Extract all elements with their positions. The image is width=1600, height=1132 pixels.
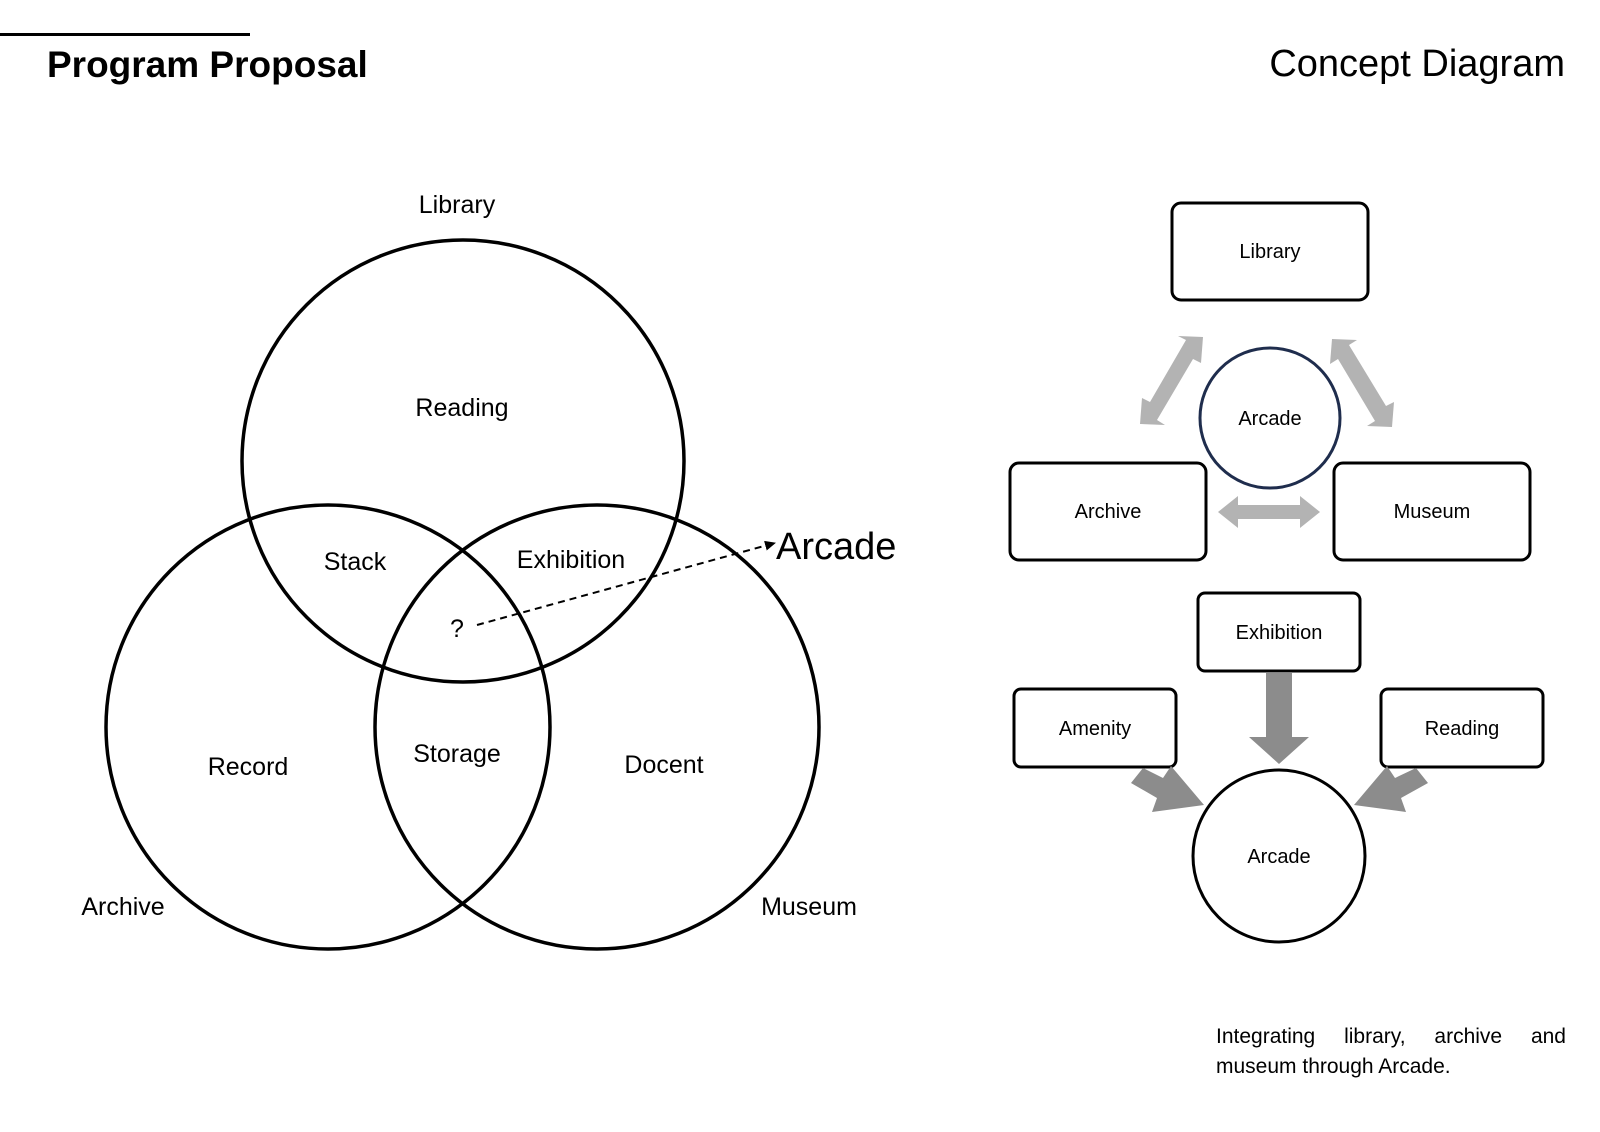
library-circle (240, 238, 686, 684)
section-title: Concept Diagram (1269, 43, 1565, 85)
library-set-label: Library (419, 191, 496, 219)
caption-line-2: museum through Arcade. (1216, 1055, 1451, 1078)
archive-box-label: Archive (1075, 501, 1142, 523)
library-box-label: Library (1239, 241, 1300, 263)
arrow-exhibition-arcade (1249, 673, 1309, 764)
archive-box (1008, 461, 1208, 562)
center-region-label: ? (450, 615, 464, 643)
double-arrow-library-archive (1140, 336, 1203, 425)
amenity-box (1012, 687, 1178, 769)
docent-region-label: Docent (624, 751, 703, 779)
archive-circle (104, 503, 552, 951)
reading-region-label: Reading (415, 394, 508, 422)
museum-set-label: Museum (761, 893, 857, 921)
arrow-amenity-arcade (1131, 766, 1204, 812)
amenity-box-label: Amenity (1059, 718, 1131, 740)
record-region-label: Record (208, 753, 289, 781)
reading-box (1379, 687, 1545, 769)
caption-line-1: Integrating library, archive and (1216, 1025, 1566, 1048)
library-box (1170, 201, 1370, 302)
arrow-reading-arcade (1354, 766, 1428, 812)
dashed-arrow (476, 540, 776, 626)
museum-box (1332, 461, 1532, 562)
museum-circle (373, 503, 821, 951)
double-arrow-archive-museum (1218, 496, 1320, 528)
arcade-center-circle (1191, 768, 1367, 944)
arcade-target-label: Arcade (776, 526, 896, 568)
concept-diagram-bottom: Exhibition Amenity Reading Arcade (1012, 591, 1545, 944)
storage-region-label: Storage (413, 740, 501, 768)
reading-box-label: Reading (1425, 718, 1500, 740)
museum-box-label: Museum (1394, 501, 1471, 523)
archive-set-label: Archive (81, 893, 164, 921)
double-arrow-library-museum (1330, 339, 1394, 427)
venn-diagram: Library Archive Museum Reading Stack Exh… (81, 191, 896, 951)
stack-region-label: Stack (324, 548, 387, 576)
exhibition-box (1196, 591, 1362, 673)
exhibition-region-label: Exhibition (517, 546, 625, 574)
page-title: Program Proposal (47, 44, 368, 85)
title-rule (0, 33, 250, 36)
concept-diagram-top: Library Archive Museum Arcade (1008, 201, 1532, 562)
arcade-hub-circle (1198, 346, 1342, 490)
arcade-center-label: Arcade (1247, 846, 1310, 868)
arcade-hub-label: Arcade (1238, 408, 1301, 430)
exhibition-box-label: Exhibition (1236, 622, 1323, 644)
